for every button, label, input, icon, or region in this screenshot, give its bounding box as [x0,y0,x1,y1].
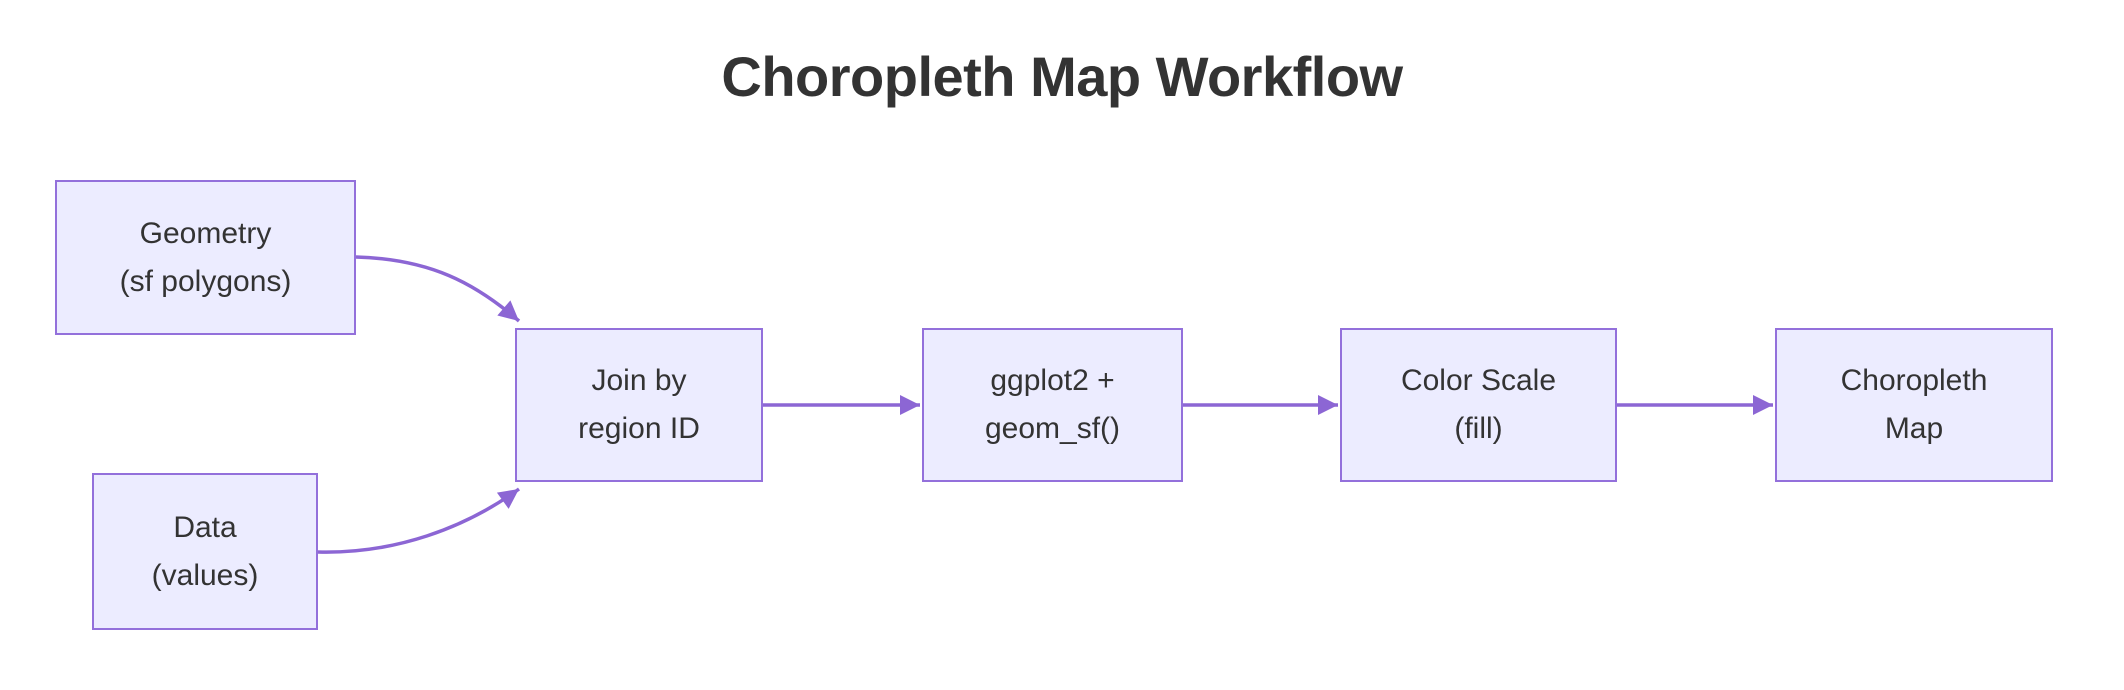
node-ggplot-line1: ggplot2 + [990,364,1115,397]
edge-data-to-join [317,487,521,554]
node-map-line2: Map [1884,412,1944,445]
node-ggplot-line2: geom_sf() [984,412,1121,445]
node-ggplot: ggplot2 + geom_sf() [922,328,1183,482]
node-join-line2: region ID [578,412,700,445]
node-join-line1: Join by [591,364,687,397]
node-data-line1: Data [173,510,237,544]
node-geometry: Geometry (sf polygons) [55,180,356,335]
edge-geometry-to-join [355,255,521,323]
node-geometry-line1: Geometry [139,216,272,250]
node-data: Data (values) [92,473,318,630]
node-join: Join by region ID [515,328,763,482]
node-colorscale-line2: (fill) [1454,412,1503,445]
diagram-title: Choropleth Map Workflow [721,45,1403,108]
node-map-line1: Choropleth [1840,364,1988,397]
node-map: Choropleth Map [1775,328,2053,482]
node-data-line2: (values) [151,558,259,592]
node-geometry-line2: (sf polygons) [119,264,292,298]
node-colorscale: Color Scale (fill) [1340,328,1617,482]
node-colorscale-line1: Color Scale [1400,364,1557,397]
